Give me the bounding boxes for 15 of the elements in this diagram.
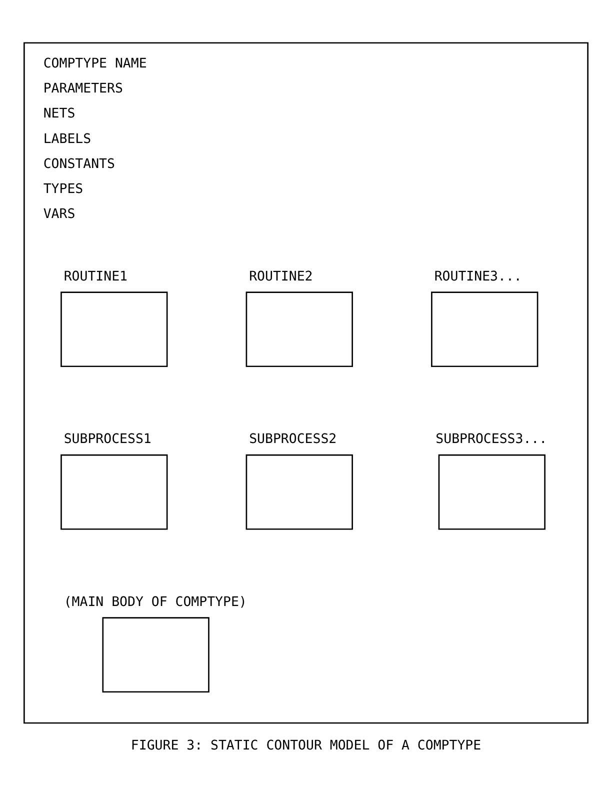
node-box: [246, 292, 353, 368]
node-box: [431, 292, 538, 368]
node-label: SUBPROCESS2: [249, 432, 337, 448]
node-box: [60, 292, 168, 368]
node-label: SUBPROCESS1: [64, 432, 152, 448]
node-label: ROUTINE3...: [434, 269, 522, 284]
node-box: [438, 454, 546, 530]
node-box: [102, 617, 210, 693]
node-label: SUBPROCESS3...: [436, 432, 548, 448]
node-label: (MAIN BODY OF COMPTYPE): [64, 594, 247, 610]
node-label: ROUTINE1: [64, 269, 128, 284]
node-box: [246, 454, 353, 530]
node-label: ROUTINE2: [249, 269, 313, 284]
node-box: [60, 454, 168, 530]
caption: FIGURE 3: STATIC CONTOUR MODEL OF A COMPTYPE: [130, 738, 482, 754]
